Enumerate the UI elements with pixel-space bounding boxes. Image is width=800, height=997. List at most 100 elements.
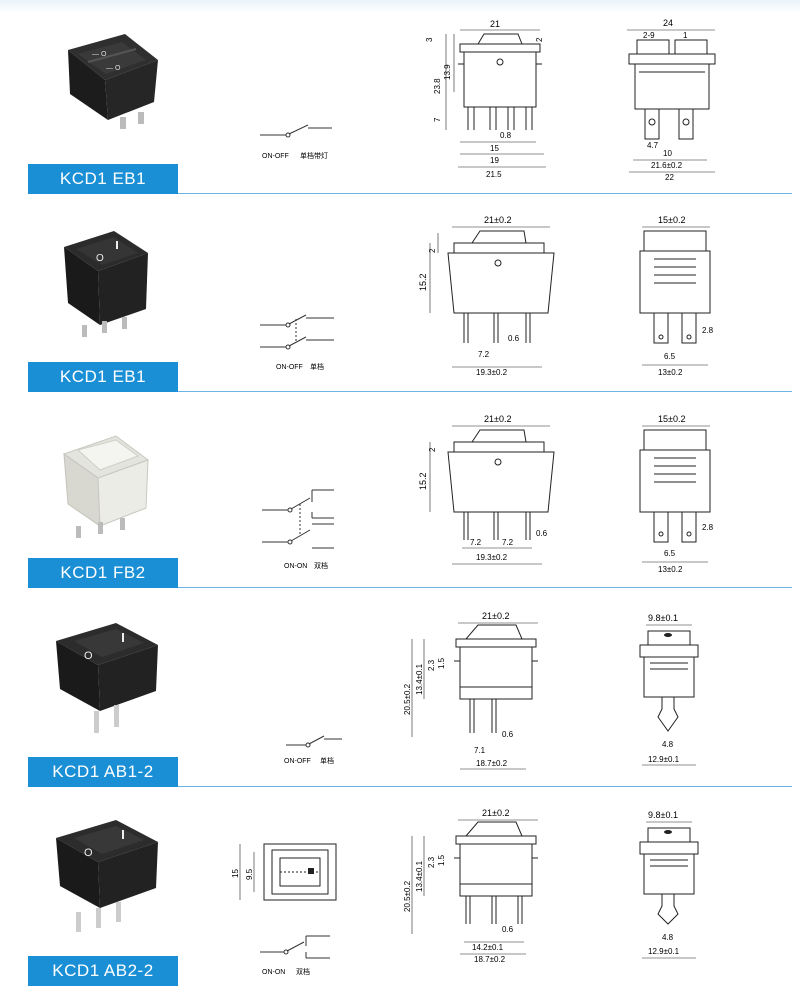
dim-b3: 19.3±0.2 xyxy=(476,368,508,377)
svg-text:— O: — O xyxy=(106,65,121,72)
circuit-right-label: 单档 xyxy=(320,756,334,765)
dim-b1: 0.6 xyxy=(508,334,520,343)
dim-h2: 13.4±0.1 xyxy=(415,860,424,892)
switch-photo: O xyxy=(56,623,158,733)
dim-b3: 18.7±0.2 xyxy=(476,759,508,768)
circuit-symbol: ON-ON 双档 xyxy=(262,489,334,570)
dim-b1: 4.7 xyxy=(647,141,659,150)
dim-h3: 2.3 xyxy=(427,659,436,671)
dim-top: 21±0.2 xyxy=(482,808,509,818)
dim-b1: 6.5 xyxy=(664,352,676,361)
dim-h5: 7 xyxy=(433,117,442,122)
dim-h1: 2 xyxy=(428,447,437,452)
dim-b1: 4.8 xyxy=(662,740,674,749)
end-view-drawing: 9.8±0.1 4.8 12.9±0.1 xyxy=(639,810,699,959)
circuit-symbol: ON-ON 双档 xyxy=(260,935,330,976)
dim-top: 24 xyxy=(663,18,673,28)
dim-h2: 15.2 xyxy=(418,472,428,490)
product-row-1: — O — O ON-OFF 单档带灯 21 xyxy=(0,0,800,197)
product-row-2: O ON-OFF 单档 21±0.2 2 15.2 0.6 xyxy=(0,197,800,394)
dim-r1: 2.8 xyxy=(702,523,714,532)
end-view-drawing: 9.8±0.1 4.8 12.9±0.1 xyxy=(639,613,699,766)
dim-h4: 23.8 xyxy=(433,78,442,94)
dim-b3: 19 xyxy=(490,156,499,165)
dim-inner: 9.5 xyxy=(245,868,254,880)
dim-b2: 15 xyxy=(490,144,499,153)
model-label: KCD1 EB1 xyxy=(28,362,178,392)
side-view-drawing: 21±0.2 2 15.2 7.2 7.2 0.6 19.3±0.2 xyxy=(418,414,555,565)
dim-b2: 12.9±0.1 xyxy=(648,755,680,764)
dim-top: 21±0.2 xyxy=(484,414,511,424)
dim-b1: 0.8 xyxy=(500,131,512,140)
dim-top: 21±0.2 xyxy=(484,215,511,225)
dim-r1: 2.8 xyxy=(702,326,714,335)
dim-top: 9.8±0.1 xyxy=(648,810,678,820)
dim-b2: 12.9±0.1 xyxy=(648,947,680,956)
dim-b2: 0.6 xyxy=(536,529,548,538)
circuit-right-label: 单档带灯 xyxy=(300,151,328,160)
header-band xyxy=(0,0,800,14)
switch-photo: O xyxy=(64,231,148,337)
dim-b3: 21.6±0.2 xyxy=(651,161,683,170)
dim-top: 21 xyxy=(490,19,500,29)
dim-h3: 13.9 xyxy=(443,64,452,80)
dim-b4: 22 xyxy=(665,173,674,182)
dim-b1b: 7.2 xyxy=(502,538,514,547)
circuit-left-label: ON-OFF xyxy=(262,153,289,160)
side-view-drawing: 21±0.2 20.5±0.2 13.4±0.1 2.3 1.5 0.6 7.1… xyxy=(403,611,538,770)
end-view-drawing: 15±0.2 2.8 6.5 13±0.2 xyxy=(639,215,714,377)
circuit-left-label: ON-OFF xyxy=(276,364,303,371)
dim-b2: 10 xyxy=(663,149,672,158)
svg-text:O: O xyxy=(84,650,93,662)
dim-b1: 0.6 xyxy=(502,730,514,739)
circuit-left-label: ON-ON xyxy=(284,563,307,570)
end-view-drawing: 24 2-9 1 4.7 10 21.6±0.2 22 xyxy=(627,18,716,182)
side-view-drawing: 21 3 2 13.9 23.8 7 0.8 15 19 21.5 xyxy=(425,19,546,179)
model-label: KCD1 AB1-2 xyxy=(28,757,178,787)
dim-b3: 19.3±0.2 xyxy=(476,553,508,562)
dim-b4: 21.5 xyxy=(486,170,502,179)
dim-h4: 1.5 xyxy=(437,854,446,866)
circuit-symbol: ON-OFF 单档带灯 xyxy=(260,124,332,160)
side-view-drawing: 21±0.2 2 15.2 0.6 7.2 19.3±0.2 xyxy=(418,215,555,377)
product-row-3: ON-ON 双档 21±0.2 2 15.2 7.2 7.2 0.6 19.3±… xyxy=(0,394,800,591)
model-label: KCD1 FB2 xyxy=(28,558,178,588)
dim-t1: 2-9 xyxy=(643,31,655,40)
side-view-drawing: 21±0.2 20.5±0.2 13.4±0.1 2.3 1.5 0.6 14.… xyxy=(403,808,538,964)
dim-h4: 1.5 xyxy=(437,657,446,669)
svg-text:— O: — O xyxy=(92,51,107,58)
dim-b1: 6.5 xyxy=(664,549,676,558)
dim-h2: 13.4±0.1 xyxy=(415,663,424,695)
dim-top: 15±0.2 xyxy=(658,215,685,225)
dim-h1: 3 xyxy=(425,37,434,42)
dim-b2: 7.2 xyxy=(478,350,490,359)
dim-b1: 0.6 xyxy=(502,925,514,934)
dim-b1: 4.8 xyxy=(662,933,674,942)
dim-b2: 14.2±0.1 xyxy=(472,943,504,952)
row-divider xyxy=(178,391,792,392)
dim-top: 21±0.2 xyxy=(482,611,509,621)
dim-top: 15±0.2 xyxy=(658,414,685,424)
dim-h2: 15.2 xyxy=(418,273,428,291)
svg-text:O: O xyxy=(84,847,93,859)
circuit-left-label: ON-ON xyxy=(262,969,285,976)
switch-photo: O xyxy=(56,820,158,932)
switch-photo: — O — O xyxy=(68,34,158,129)
dim-top: 9.8±0.1 xyxy=(648,613,678,623)
circuit-symbol: ON-OFF 单档 xyxy=(260,314,334,371)
svg-text:O: O xyxy=(96,253,104,264)
dim-outer: 15 xyxy=(231,869,240,878)
panel-cutout-drawing: 15 9.5 xyxy=(231,843,337,901)
circuit-left-label: ON-OFF xyxy=(284,758,311,765)
circuit-right-label: 双档 xyxy=(314,561,328,570)
product-row-5: O 15 9.5 ON-ON 双档 xyxy=(0,788,800,997)
switch-photo xyxy=(62,435,150,538)
dim-b2: 13±0.2 xyxy=(658,368,683,377)
circuit-right-label: 双档 xyxy=(296,967,310,976)
dim-h1: 20.5±0.2 xyxy=(403,880,412,912)
dim-h3: 2.3 xyxy=(427,856,436,868)
end-view-drawing: 15±0.2 2.8 6.5 13±0.2 xyxy=(639,414,714,574)
model-label: KCD1 EB1 xyxy=(28,164,178,194)
product-row-4: O ON-OFF 单档 21±0.2 20.5±0.2 13.4±0.1 2.3… xyxy=(0,591,800,788)
dim-b3: 18.7±0.2 xyxy=(474,955,506,964)
